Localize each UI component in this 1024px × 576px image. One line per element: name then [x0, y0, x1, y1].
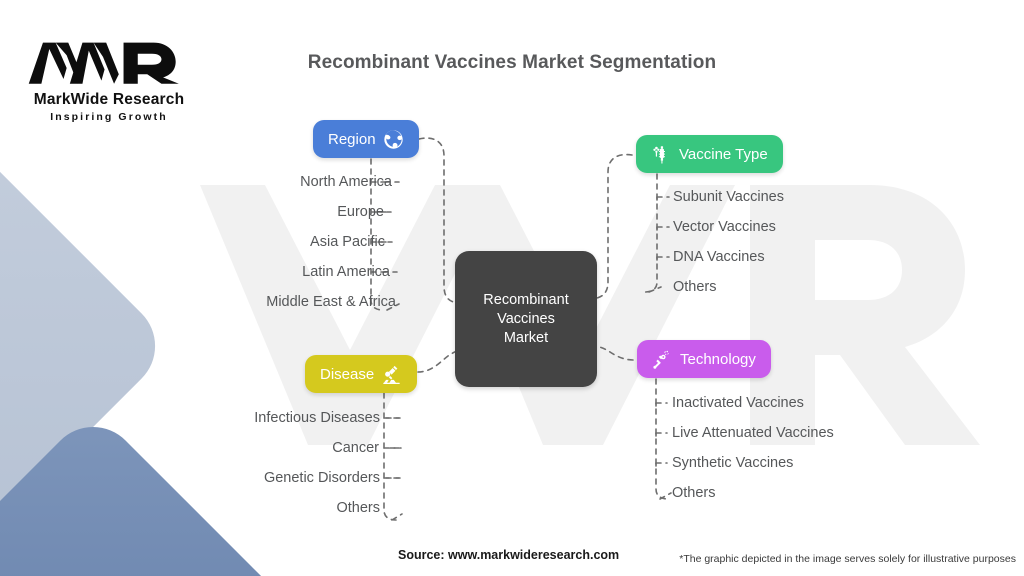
brand-logo: MarkWide Research Inspiring Growth: [24, 38, 194, 123]
leaf-disease-2: Genetic Disorders: [263, 470, 380, 486]
microscope-icon: [383, 365, 400, 384]
leaf-technology-1: Live Attenuated Vaccines: [672, 425, 834, 441]
leaf-technology-2: Synthetic Vaccines: [672, 455, 794, 471]
leaf-vaccine-type-1: Vector Vaccines: [673, 219, 776, 235]
leaf-technology-3: Others: [672, 485, 716, 501]
center-node: Recombinant Vaccines Market: [455, 251, 597, 387]
source-label: Source: www.markwideresearch.com: [398, 548, 620, 562]
branch-badge-technology[interactable]: Technology: [637, 340, 771, 378]
syringe-icon: [653, 145, 665, 164]
leaf-disease-0: Infectious Diseases: [254, 410, 380, 426]
branch-badge-region[interactable]: Region: [313, 120, 419, 158]
leaf-vaccine-type-0: Subunit Vaccines: [673, 189, 784, 205]
dna-gear-icon: [653, 350, 669, 369]
logo-tagline: Inspiring Growth: [50, 111, 168, 123]
center-node-line-3: Market: [503, 329, 549, 346]
leaf-region-2: Asia Pacific: [310, 234, 385, 250]
leaf-region-4: Middle East & Africa: [266, 294, 396, 310]
center-node-line-1: Recombinant: [483, 291, 569, 308]
leaf-disease-1: Cancer: [332, 440, 379, 456]
branch-label-vaccine-type: Vaccine Type: [679, 145, 768, 163]
leaf-vaccine-type-2: DNA Vaccines: [673, 249, 765, 265]
leaf-technology-0: Inactivated Vaccines: [672, 395, 804, 411]
logo-company-name: MarkWide Research: [33, 91, 185, 108]
page-title: Recombinant Vaccines Market Segmentation: [307, 52, 717, 73]
leaf-region-0: North America: [300, 174, 392, 190]
leaf-region-3: Latin America: [302, 264, 390, 280]
disclaimer-label: *The graphic depicted in the image serve…: [679, 553, 1016, 565]
branch-badge-disease[interactable]: Disease: [305, 355, 418, 393]
branch-badge-vaccine-type[interactable]: Vaccine Type: [636, 135, 783, 173]
globe-icon: [383, 129, 403, 149]
branch-label-technology: Technology: [680, 350, 756, 368]
leaf-disease-3: Others: [336, 500, 380, 516]
branch-label-region: Region: [328, 130, 376, 148]
logo-mark-icon: [28, 42, 179, 84]
center-node-line-2: Vaccines: [497, 310, 555, 327]
branch-label-disease: Disease: [320, 365, 375, 383]
leaf-region-1: Europe: [337, 204, 384, 220]
leaf-vaccine-type-3: Others: [673, 279, 717, 295]
